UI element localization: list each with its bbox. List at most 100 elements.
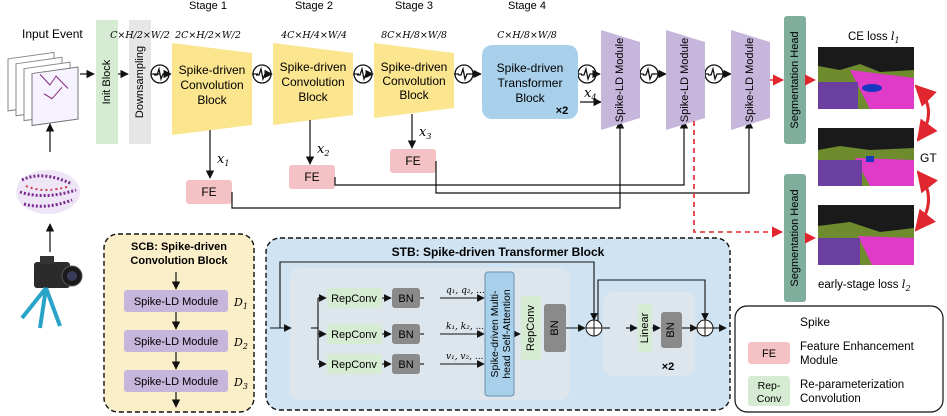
svg-text:Spike-LD Module: Spike-LD Module (614, 38, 626, 122)
svg-text:Rep-: Rep- (758, 380, 781, 392)
svg-text:BN: BN (665, 322, 677, 337)
svg-text:Segmentation Head: Segmentation Head (789, 189, 801, 286)
stb-bn-v: BN (392, 354, 420, 374)
svg-text:Spike-driven: Spike-driven (381, 60, 448, 74)
stage-3-conv-block (374, 43, 454, 118)
segmentation-head-2: Segmentation Head (784, 174, 806, 302)
svg-text:BN: BN (398, 293, 413, 305)
svg-text:x3: x3 (419, 125, 431, 141)
svg-text:Segmentation Head: Segmentation Head (789, 31, 801, 128)
svg-text:RepConv: RepConv (525, 305, 537, 351)
spike-ld-module-3: Spike-LD Module (731, 30, 770, 130)
early-stage-prediction-image (818, 205, 914, 265)
stb-linear: Linear (638, 304, 652, 352)
red-dashed-arrows (693, 74, 817, 244)
svg-text:FE: FE (762, 348, 776, 360)
svg-text:Convolution: Convolution (180, 78, 243, 92)
svg-text:head Self-Attention: head Self-Attention (501, 289, 513, 378)
svg-text:Spike-driven: Spike-driven (280, 60, 347, 74)
stage-4-title: Stage 4 (508, 0, 546, 12)
svg-text:Spike-driven: Spike-driven (497, 61, 564, 75)
stage-2-title: Stage 2 (295, 0, 333, 12)
spike-ld-module-2: Spike-LD Module (666, 30, 705, 130)
stage-4-dims: C×H/8×W/8 (497, 30, 557, 41)
scb-module-depth: D1 (233, 296, 248, 311)
init-block: Init Block (96, 20, 118, 144)
scb-module-depth: D3 (233, 376, 248, 391)
svg-text:Linear: Linear (639, 312, 651, 343)
svg-text:x1: x1 (217, 152, 229, 168)
stb-title: STB: Spike-driven Transformer Block (392, 245, 605, 259)
stb-repconv-out: RepConv (521, 296, 541, 360)
svg-text:x2: x2 (317, 142, 329, 158)
stb-v-label: v₁, v₂, ... (446, 352, 484, 362)
input-event-label: Input Event (22, 27, 83, 41)
svg-text:Spike-LD Module: Spike-LD Module (679, 38, 691, 122)
scb-title: SCB: Spike-driven (131, 241, 227, 253)
ce-loss-label: CE loss l1 (848, 29, 900, 45)
stage-3-title: Stage 3 (395, 0, 433, 12)
svg-text:FE: FE (405, 154, 420, 168)
event-point-cloud-image (16, 170, 80, 214)
stb-bn-q: BN (392, 288, 420, 308)
stb-flow (270, 261, 727, 368)
segmentation-head-1: Segmentation Head (784, 16, 806, 144)
scb-module-label: Spike-LD Module (134, 376, 218, 388)
stb-bn-k: BN (392, 324, 420, 344)
event-frames-image (7, 51, 79, 127)
prediction-image (818, 47, 914, 109)
input-dims: C×H/2×W/2 (110, 30, 170, 41)
scb-module-depth: D2 (233, 336, 248, 351)
scb-module-label: Spike-LD Module (134, 296, 218, 308)
legend: Spike FE Feature Enhancement Module Rep-… (734, 305, 944, 413)
stage-3-dims: 8C×H/8×W/8 (381, 30, 447, 41)
downsampling-block: Downsampling (129, 20, 151, 144)
svg-text:Spike-driven: Spike-driven (179, 63, 246, 77)
stb-repconv-k: RepConv (327, 324, 382, 344)
legend-spike-label: Spike (800, 315, 830, 329)
stage-1-conv-block (172, 43, 252, 135)
svg-text:BN: BN (398, 359, 413, 371)
svg-text:x4: x4 (584, 86, 596, 102)
legend-fe-desc-1: Feature Enhancement (800, 341, 915, 353)
legend-fe-desc-2: Module (800, 355, 838, 367)
stb-repconv-q: RepConv (327, 288, 382, 308)
stage-2-dims: 4C×H/4×W/4 (280, 30, 347, 41)
svg-text:Convolution: Convolution (382, 74, 445, 88)
stage-4-transformer-block (482, 45, 578, 119)
stage-2-conv-block (273, 43, 353, 125)
stage-4-times: ×2 (556, 105, 569, 117)
legend-repconv-desc-2: Convolution (800, 393, 861, 405)
stage-2: Stage 2 4C×H/4×W/4 Spike-driven Convolut… (273, 0, 353, 125)
svg-text:Block: Block (197, 93, 227, 107)
loss-curved-arrows (914, 84, 938, 232)
stb-k-label: k₁, k₂, ... (446, 322, 484, 332)
event-camera-image (20, 256, 83, 329)
stage-1-title: Stage 1 (189, 0, 227, 12)
svg-text:FE: FE (201, 185, 216, 199)
legend-repconv-desc-1: Re-parameterization (800, 379, 904, 391)
scb-title-2: Convolution Block (130, 255, 228, 267)
fe-module-1: FE (186, 180, 232, 204)
svg-text:Spike-driven Multi-: Spike-driven Multi- (489, 290, 501, 377)
svg-text:BN: BN (398, 329, 413, 341)
stb-add-2 (696, 319, 714, 337)
scb-module-3: Spike-LD Module D3 (124, 370, 248, 392)
svg-text:Init Block: Init Block (101, 59, 113, 104)
stb-attention-block: Spike-driven Multi- head Self-Attention (484, 271, 515, 397)
svg-text:Downsampling: Downsampling (134, 46, 146, 118)
stage-3: Stage 3 8C×H/8×W/8 Spike-driven Convolut… (374, 0, 454, 118)
svg-text:RepConv: RepConv (331, 293, 377, 305)
ground-truth-image (818, 128, 914, 186)
svg-text:RepConv: RepConv (331, 359, 377, 371)
svg-text:Block: Block (399, 88, 429, 102)
spike-icon (639, 64, 659, 84)
svg-text:BN: BN (549, 320, 561, 335)
stage-1: Stage 1 2C×H/2×W/2 Spike-driven Convolut… (172, 0, 252, 135)
legend-fe-swatch (748, 342, 790, 364)
svg-text:Block: Block (515, 91, 545, 105)
